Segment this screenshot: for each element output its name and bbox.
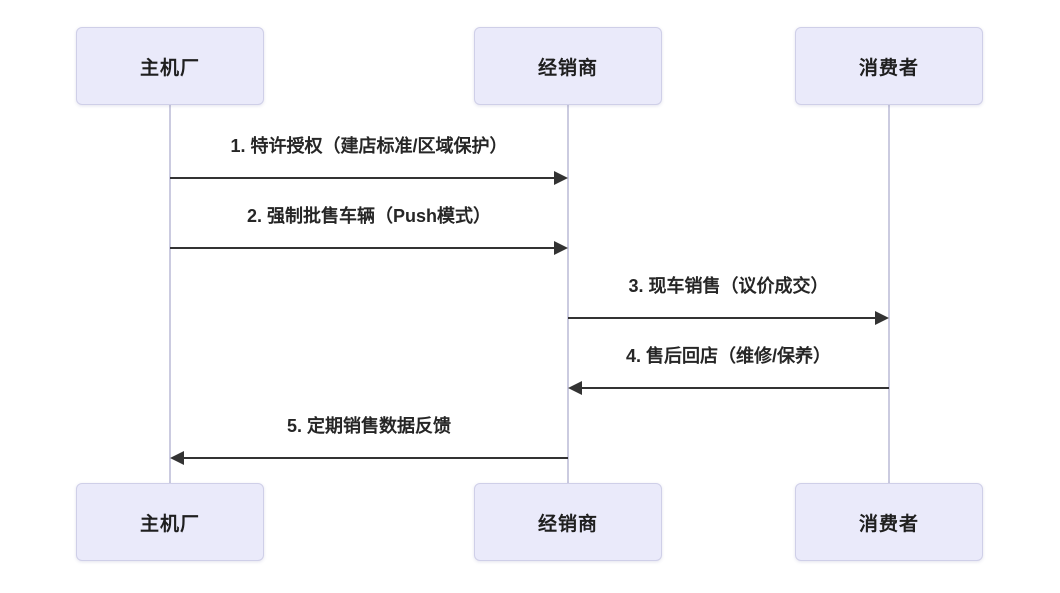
actor-box-consumer-top: 消费者 xyxy=(795,27,983,105)
actor-label-oem: 主机厂 xyxy=(139,513,200,535)
actor-box-oem-top: 主机厂 xyxy=(76,27,264,105)
arrow-shaft xyxy=(579,387,889,389)
arrow-shaft xyxy=(181,457,568,459)
arrowhead-left-icon xyxy=(568,381,582,395)
message-label-5: 5. 定期销售数据反馈 xyxy=(286,416,451,436)
arrowhead-right-icon xyxy=(554,171,568,185)
arrowhead-left-icon xyxy=(170,451,184,465)
message-label-4: 4. 售后回店（维修/保养） xyxy=(625,346,831,366)
actor-box-dealer-bottom: 经销商 xyxy=(474,483,662,561)
message-arrow-4 xyxy=(568,381,889,395)
actor-label-oem: 主机厂 xyxy=(139,57,200,79)
actor-box-dealer-top: 经销商 xyxy=(474,27,662,105)
message-arrow-3 xyxy=(568,311,889,325)
actor-label-consumer: 消费者 xyxy=(858,513,919,535)
lifeline-oem xyxy=(169,105,171,484)
message-arrow-2 xyxy=(170,241,568,255)
message-label-2: 2. 强制批售车辆（Push模式） xyxy=(246,206,492,226)
message-label-3: 3. 现车销售（议价成交） xyxy=(628,276,829,296)
actor-label-consumer: 消费者 xyxy=(858,57,919,79)
message-label-1: 1. 特许授权（建店标准/区域保护） xyxy=(230,136,508,156)
arrow-shaft xyxy=(568,317,878,319)
actor-box-consumer-bottom: 消费者 xyxy=(795,483,983,561)
actor-label-dealer: 经销商 xyxy=(537,57,598,79)
message-arrow-1 xyxy=(170,171,568,185)
actor-label-dealer: 经销商 xyxy=(537,513,598,535)
arrowhead-right-icon xyxy=(875,311,889,325)
message-arrow-5 xyxy=(170,451,568,465)
actor-box-oem-bottom: 主机厂 xyxy=(76,483,264,561)
lifeline-dealer xyxy=(567,105,569,484)
arrow-shaft xyxy=(170,177,557,179)
arrowhead-right-icon xyxy=(554,241,568,255)
arrow-shaft xyxy=(170,247,557,249)
lifeline-consumer xyxy=(888,105,890,484)
